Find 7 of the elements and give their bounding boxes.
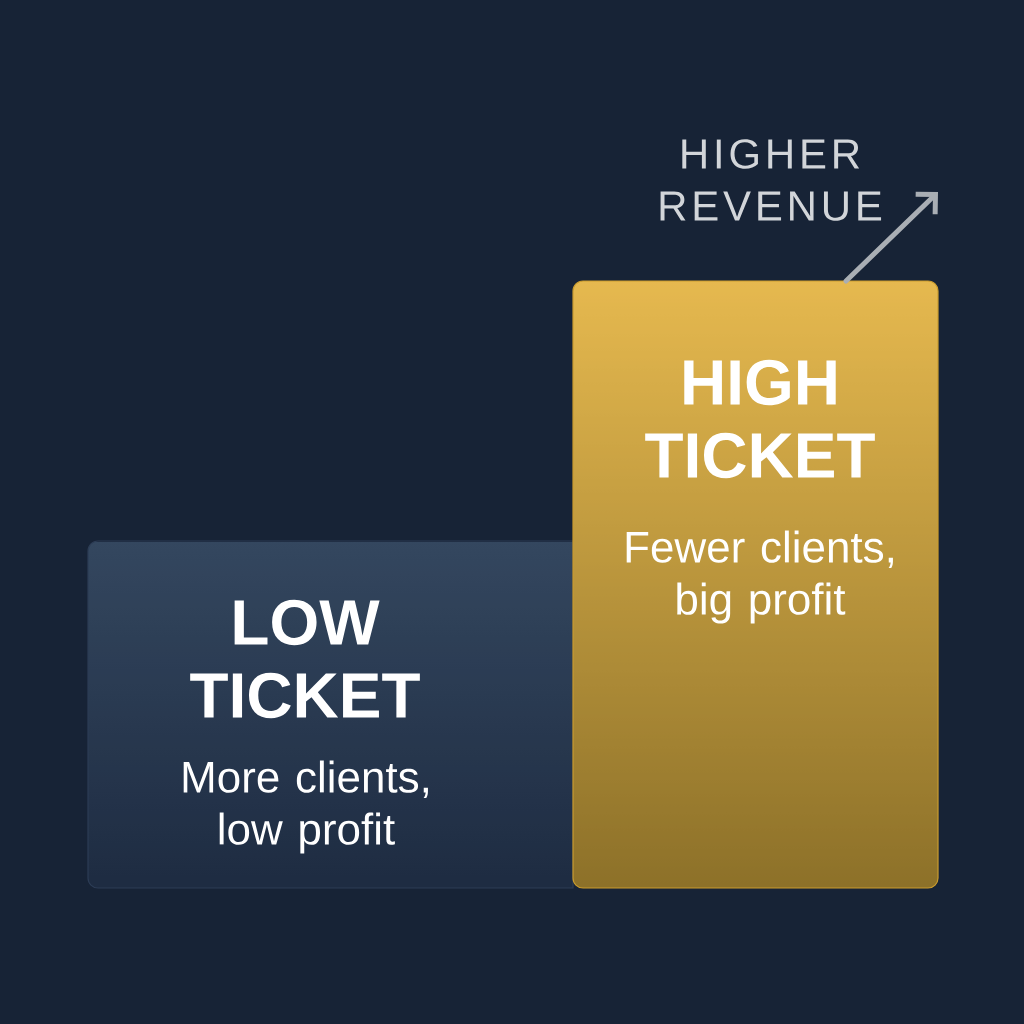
trend-label: HIGHER REVENUE	[660, 139, 882, 221]
tier-title: LOW TICKET	[190, 599, 420, 719]
tier-description: Fewer clients, big profit	[626, 530, 893, 624]
tier-description: More clients, low profit	[183, 760, 428, 854]
tier-card	[87, 540, 574, 889]
tier-title: HIGH TICKET	[645, 359, 875, 479]
tier-card	[572, 280, 939, 889]
